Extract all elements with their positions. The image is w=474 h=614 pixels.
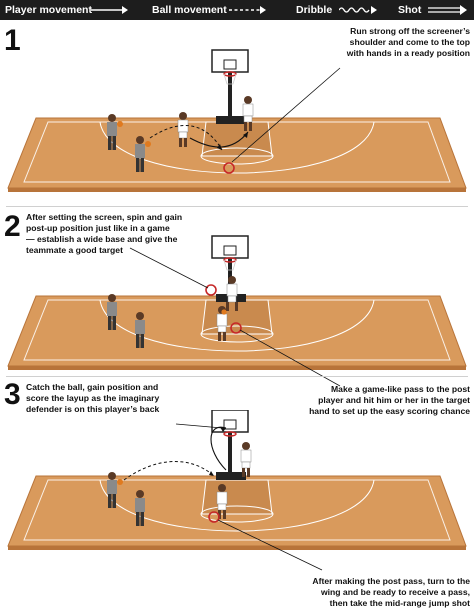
- legend-dribble-label: Dribble: [296, 4, 333, 16]
- net: [223, 73, 237, 85]
- divider: [6, 376, 468, 377]
- caption-line: post-up position just like in a game: [26, 223, 170, 233]
- caption-line: with hands in a ready position: [346, 48, 470, 58]
- target-marker: [223, 162, 235, 174]
- pass-path-arrow: [123, 461, 215, 481]
- step-3-caption-wing: After making the post pass, turn to the …: [296, 576, 470, 609]
- dashed-arrow-icon: [229, 6, 266, 14]
- net: [223, 259, 237, 271]
- step-2-number: 2: [4, 210, 21, 243]
- free-throw-circle: [200, 147, 274, 165]
- court-floor-edge: [8, 546, 466, 550]
- paint: [201, 479, 273, 515]
- divider: [6, 206, 468, 207]
- three-point-arc: [99, 299, 375, 352]
- coach-player: [135, 490, 145, 526]
- scoring-player: [240, 442, 252, 477]
- coach-player: [107, 472, 123, 508]
- passer-marker: [230, 322, 242, 334]
- double-line-arrow-icon: [428, 5, 467, 15]
- sideline: [23, 479, 451, 541]
- step-1-number: 1: [4, 24, 21, 57]
- caption-line: score the layup as the imaginary: [26, 393, 160, 403]
- caption-line: hand to set up the easy scoring chance: [309, 406, 470, 416]
- court-scene-2: [7, 235, 467, 387]
- caption-line: defender is on this player’s back: [26, 404, 160, 414]
- caption-line: shoulder and come to the top: [349, 37, 470, 47]
- screening-player: [242, 96, 254, 131]
- step-1-caption: Run strong off the screener’s shoulder a…: [330, 26, 470, 59]
- court-scene-1: [7, 49, 467, 192]
- wing-player: [216, 484, 228, 519]
- caption-line: teammate a good target: [26, 245, 123, 255]
- stanchion-pole: [228, 62, 232, 118]
- free-throw-circle: [200, 325, 274, 343]
- free-throw-circle: [200, 505, 274, 523]
- backboard-square: [223, 59, 237, 70]
- coach-player: [135, 312, 145, 348]
- legend-shot-label: Shot: [398, 4, 422, 16]
- caption-line: — establish a wide base and give the: [26, 234, 178, 244]
- callout-line: [129, 247, 209, 289]
- step-2-caption-pass: Make a game-like pass to the post player…: [300, 384, 470, 417]
- sideline: [23, 299, 451, 361]
- callout-line: [175, 423, 223, 429]
- coach-player: [107, 294, 117, 330]
- legend-player-movement-label: Player movement: [5, 4, 92, 16]
- callout-line: [217, 519, 323, 571]
- coach-player: [107, 114, 123, 150]
- caption-line: Catch the ball, gain position and: [26, 382, 159, 392]
- court-floor-edge: [8, 188, 466, 192]
- rim: [223, 431, 237, 437]
- legend-bar: Player movement Ball movement Dribble Sh…: [0, 0, 474, 20]
- court-floor-edge: [8, 366, 466, 370]
- three-point-arc: [99, 479, 375, 532]
- step-3-number: 3: [4, 378, 21, 411]
- step-2-caption: After setting the screen, spin and gain …: [26, 212, 226, 256]
- caption-line: then take the mid-range jump shot: [329, 598, 470, 608]
- caption-line: Run strong off the screener’s: [350, 26, 470, 36]
- caption-line: After setting the screen, spin and gain: [26, 212, 183, 222]
- target-marker: [208, 511, 220, 523]
- step-3-caption: Catch the ball, gain position and score …: [26, 382, 216, 415]
- legend-ball-movement-label: Ball movement: [152, 4, 227, 16]
- post-player: [226, 276, 238, 311]
- paint: [201, 121, 273, 157]
- cut-path-arrow: [189, 131, 249, 148]
- solid-arrow-icon: [91, 6, 128, 14]
- court-scene-3: [7, 410, 467, 571]
- callout-line: [231, 67, 341, 163]
- caption-line: player and hit him or her in the target: [318, 395, 470, 405]
- target-hand-marker: [205, 284, 217, 296]
- caption-line: Make a game-like pass to the post: [331, 384, 470, 394]
- caption-line: wing and be ready to receive a pass,: [320, 587, 470, 597]
- stanchion-pole: [228, 424, 232, 474]
- backboard-square: [223, 419, 237, 430]
- stanchion-base: [216, 472, 246, 480]
- backboard-square: [223, 245, 237, 256]
- three-point-arc: [99, 121, 375, 174]
- stanchion-base: [216, 116, 246, 124]
- sideline: [23, 121, 451, 183]
- squiggle-arrow-icon: [339, 6, 377, 14]
- caption-line: After making the post pass, turn to the: [312, 576, 470, 586]
- passing-player: [216, 306, 228, 341]
- coach-player: [135, 136, 151, 172]
